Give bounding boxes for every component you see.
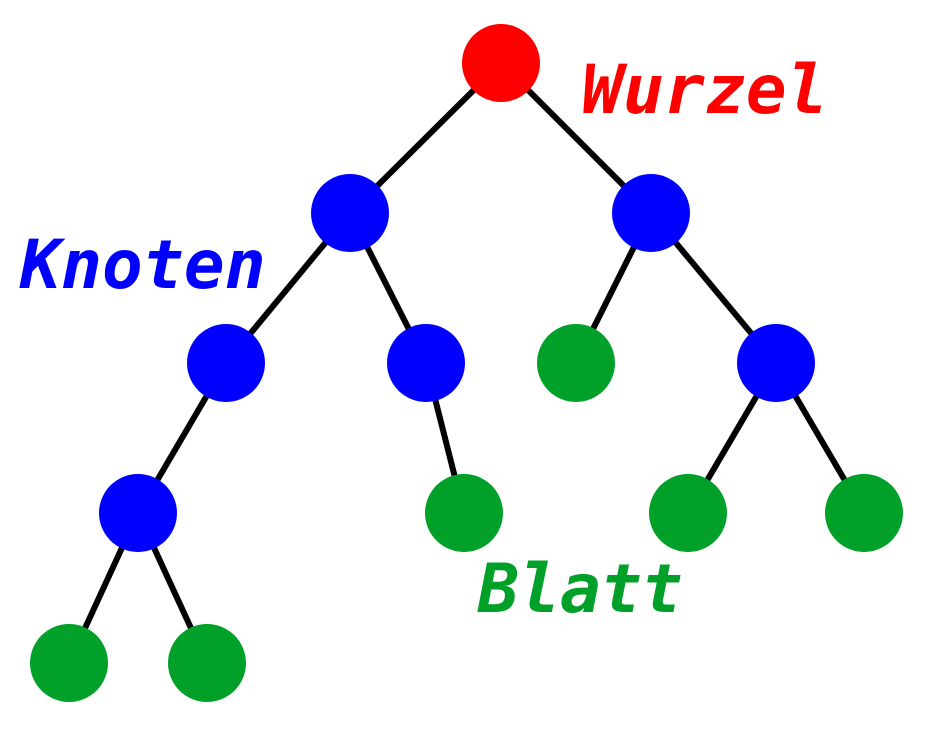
node-circle-b2 — [737, 324, 815, 402]
node-circle-a1 — [187, 324, 265, 402]
leaf-circle-b1 — [537, 324, 615, 402]
tree-nodes — [30, 24, 903, 702]
leaf-circle-b21 — [649, 474, 727, 552]
node-circle-b — [612, 174, 690, 252]
node-circle-a2 — [387, 324, 465, 402]
root-circle-root — [462, 24, 540, 102]
leaf-circle-a111 — [30, 624, 108, 702]
leaf-circle-a112 — [168, 624, 246, 702]
node-circle-a11 — [99, 474, 177, 552]
leaf-circle-a21 — [425, 474, 503, 552]
node-label: Knoten — [19, 226, 266, 305]
leaf-label: Blatt — [477, 550, 683, 629]
root-label: Wurzel — [582, 51, 828, 130]
leaf-circle-b22 — [825, 474, 903, 552]
node-circle-a — [311, 174, 389, 252]
